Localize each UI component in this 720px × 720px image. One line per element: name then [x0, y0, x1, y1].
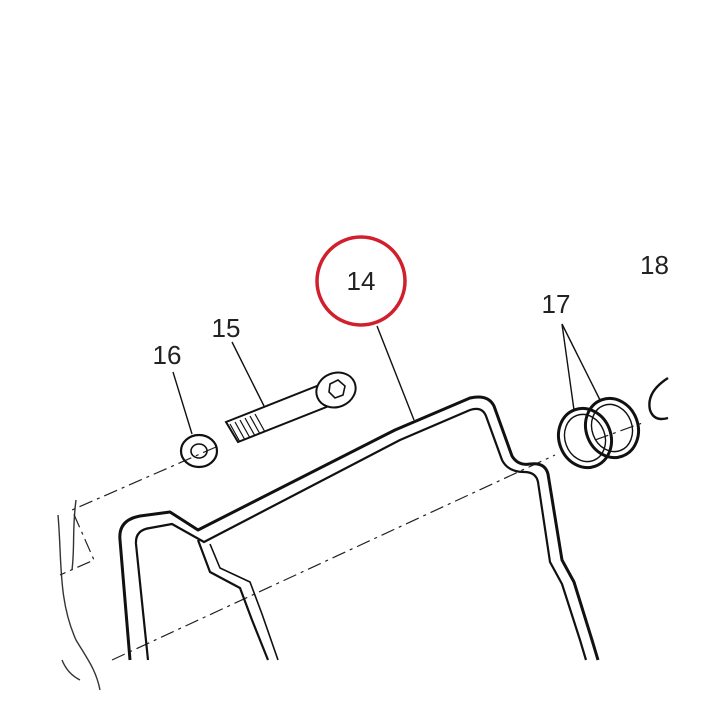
o-rings	[557, 396, 640, 470]
bolt-thread	[229, 413, 266, 443]
leader-14	[376, 325, 415, 421]
callout-17: 17	[542, 289, 571, 319]
leader-17b	[561, 323, 601, 401]
gasket-cutout-inner	[209, 543, 279, 661]
callout-16: 16	[153, 340, 182, 370]
bolt-head	[315, 371, 357, 409]
gasket-cutout	[196, 539, 270, 661]
leader-16	[172, 371, 193, 435]
leader-17a	[561, 323, 575, 411]
highlight-circle	[315, 235, 407, 327]
callout-15: 15	[212, 313, 241, 343]
callout-14: 14	[347, 266, 376, 296]
leader-15	[231, 341, 265, 407]
bolt	[224, 371, 357, 444]
valve-cover-gasket	[118, 395, 600, 661]
washer	[179, 433, 219, 469]
bolt-hex-socket	[328, 379, 346, 399]
callout-18: 18	[640, 250, 669, 280]
partial-part-18	[648, 376, 669, 421]
assembly-center-lines	[59, 421, 646, 661]
leader-lines	[172, 323, 601, 435]
gasket-inner-edge	[134, 407, 588, 661]
gasket-outer-edge	[118, 395, 600, 661]
engine-casting-edge	[57, 499, 101, 691]
